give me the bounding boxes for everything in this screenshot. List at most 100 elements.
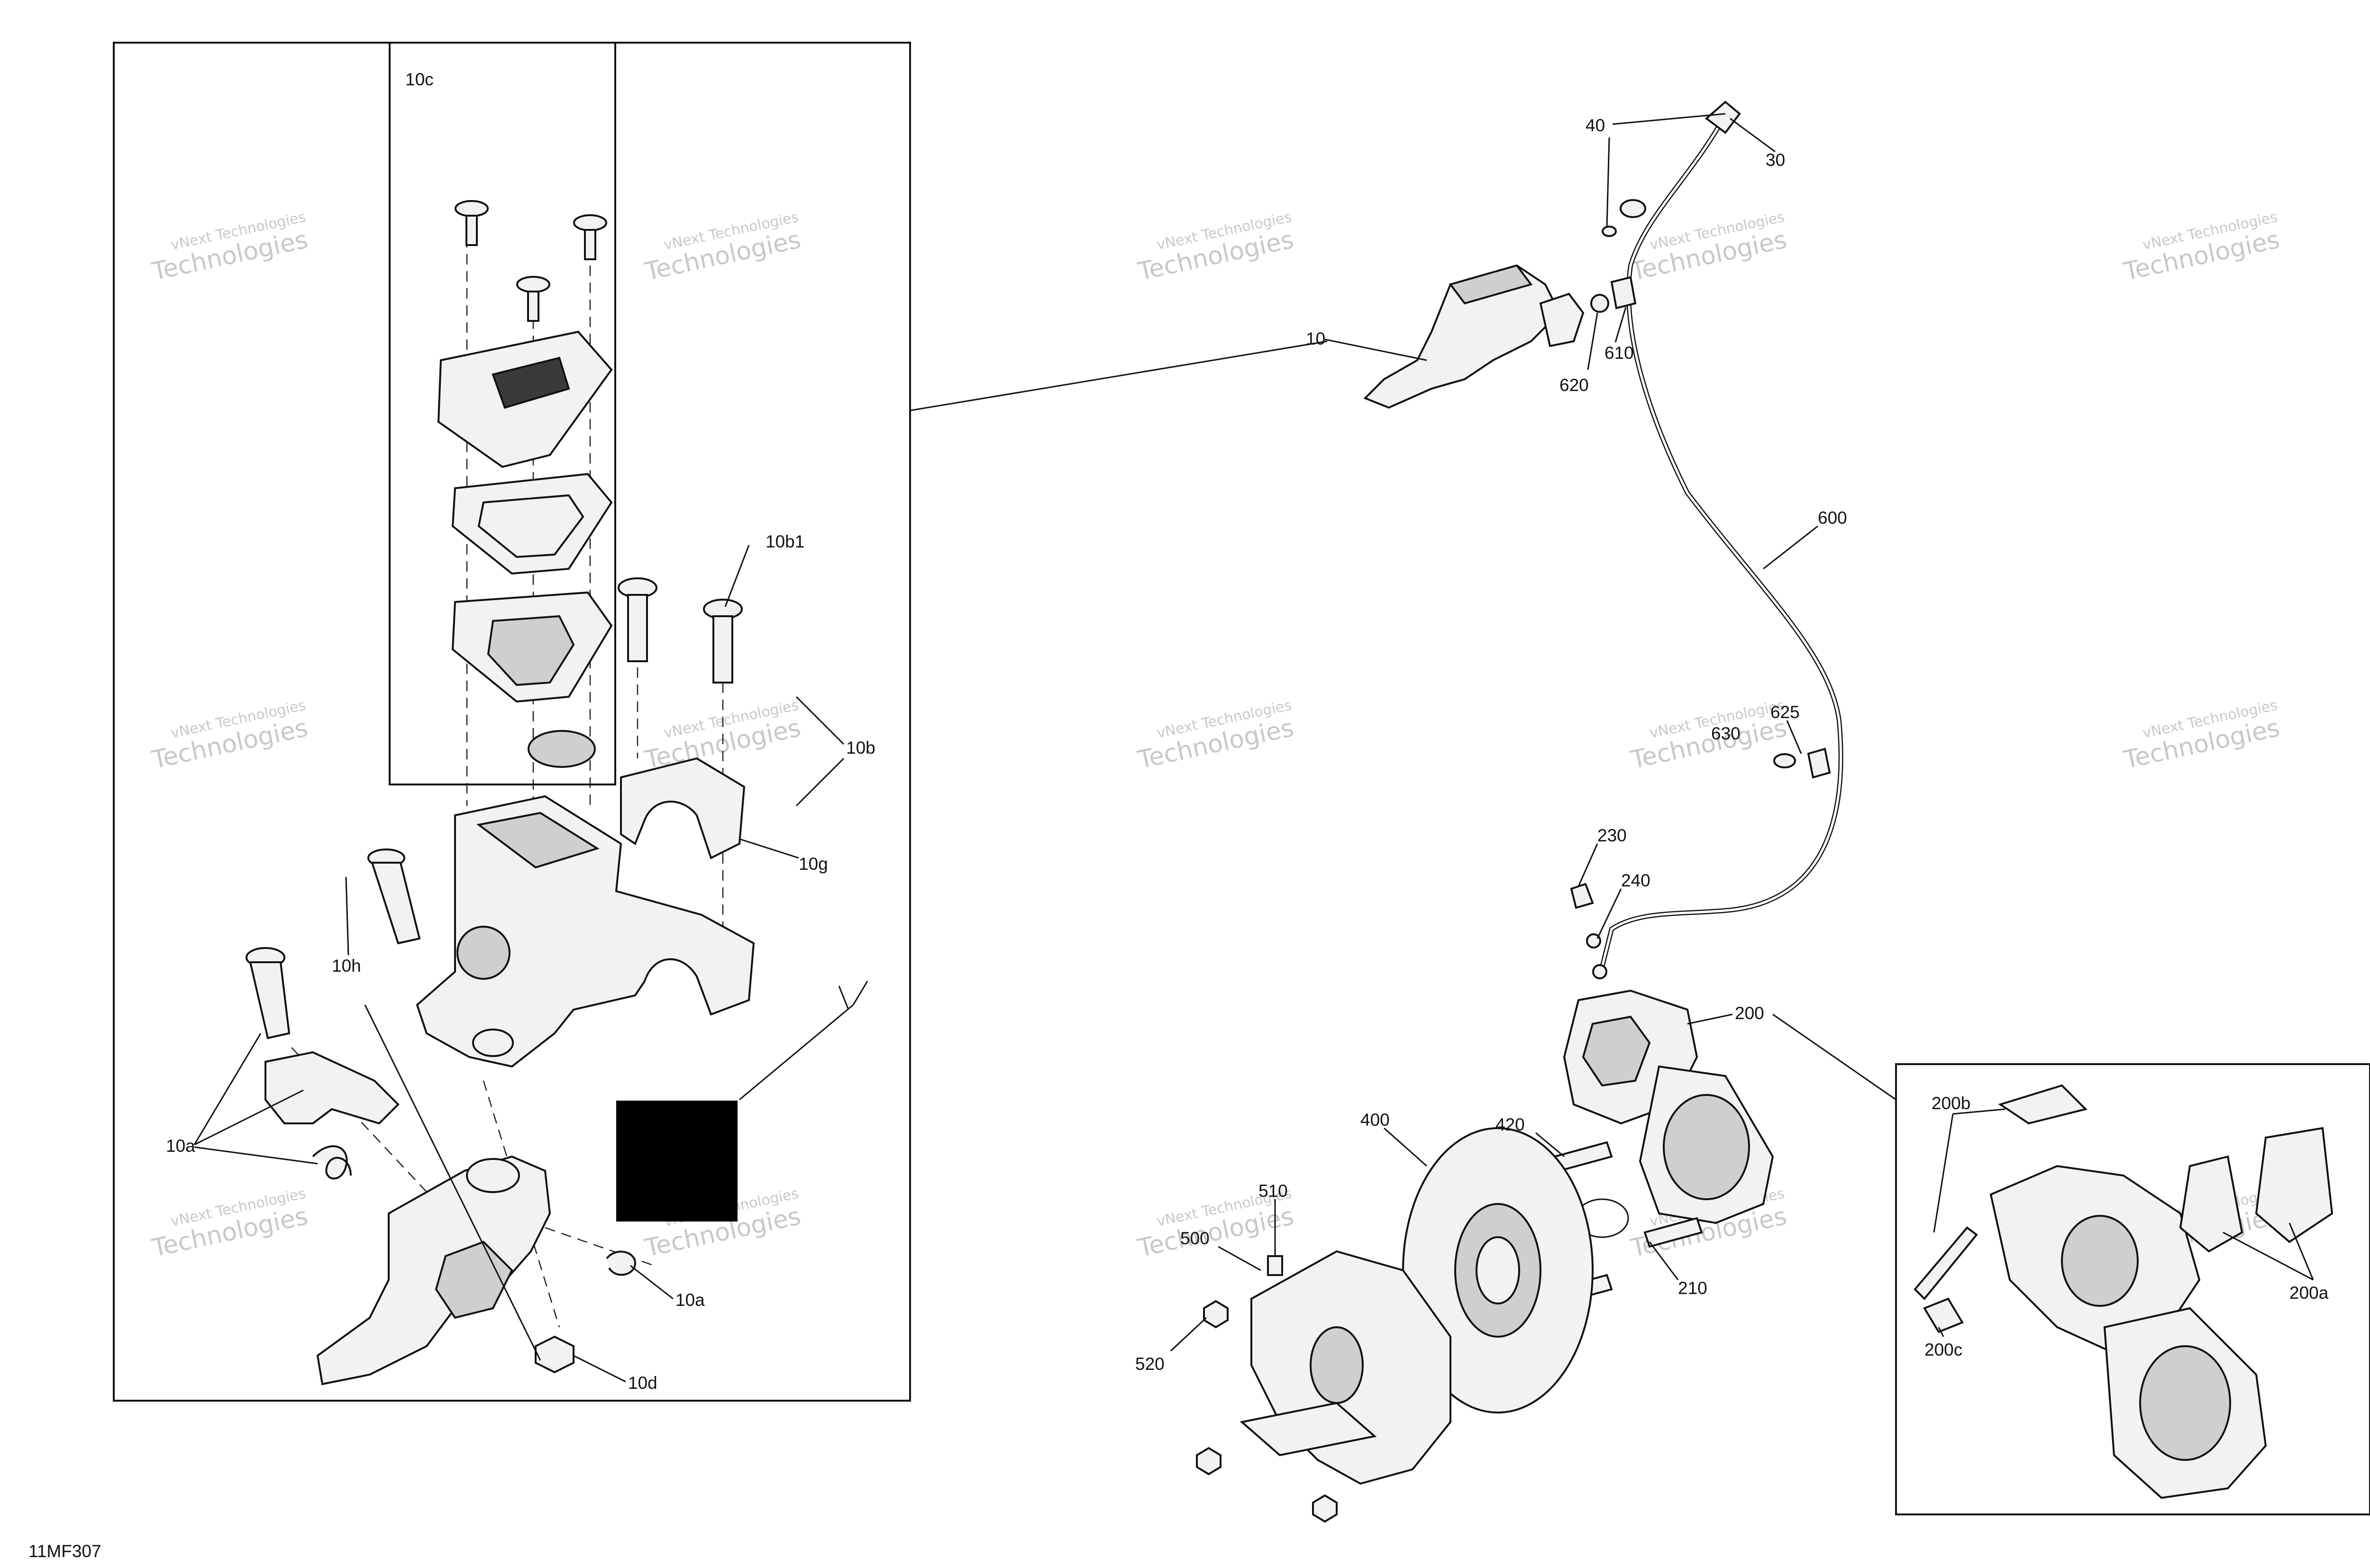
leader-line bbox=[1606, 137, 1610, 228]
leader-line bbox=[1614, 307, 1627, 343]
brake-hose-core bbox=[1601, 122, 1842, 967]
brake-disc-center bbox=[1476, 1236, 1520, 1304]
watermark: vNext Technologies Technologies bbox=[2121, 697, 2282, 775]
caliper-detail-frame bbox=[1895, 1063, 2370, 1515]
lever-bracket bbox=[264, 1051, 400, 1125]
caliper-inset-bracket-bore bbox=[2139, 1345, 2231, 1461]
callout-610: 610 bbox=[1604, 343, 1634, 363]
watermark: vNext Technologies Technologies bbox=[149, 209, 310, 286]
outlet-fitting bbox=[472, 1029, 514, 1057]
caliper-pin bbox=[1643, 1217, 1703, 1248]
leader-line bbox=[1535, 1132, 1565, 1158]
clamp-washer bbox=[1590, 294, 1609, 313]
handlebar-clamp-upper bbox=[620, 757, 746, 859]
reservoir-cover-label bbox=[492, 356, 570, 409]
brake-pad bbox=[2255, 1127, 2334, 1243]
hose-retainer-clip bbox=[1807, 748, 1831, 779]
watermark: vNext Technologies Technologies bbox=[1628, 209, 1789, 286]
leader-line bbox=[1612, 113, 1726, 125]
lever-adjuster-knob bbox=[435, 1240, 513, 1319]
guard-nut bbox=[1203, 1300, 1229, 1329]
callout-400: 400 bbox=[1360, 1110, 1390, 1130]
leader-lines bbox=[193, 113, 2314, 1383]
leader-line bbox=[1786, 720, 1802, 754]
leader-line bbox=[1218, 1246, 1261, 1271]
callout-510: 510 bbox=[1258, 1181, 1288, 1201]
disc-guard-mount bbox=[1240, 1402, 1377, 1457]
brake-switch-wire bbox=[739, 1004, 854, 1101]
pivot-nut bbox=[535, 1335, 574, 1374]
master-cylinder-cap bbox=[1449, 264, 1533, 305]
watermark: vNext Technologies Technologies bbox=[642, 209, 803, 286]
clamp-bolt bbox=[618, 577, 657, 662]
reservoir-cover-inset-frame bbox=[389, 42, 616, 785]
reservoir-seal bbox=[528, 730, 596, 768]
leader-line bbox=[739, 838, 799, 859]
cover-screw bbox=[573, 214, 607, 260]
callout-40: 40 bbox=[1586, 116, 1605, 135]
pad-pin bbox=[1914, 1226, 1978, 1300]
bleeder-valve bbox=[1570, 883, 1594, 909]
reservoir-opening bbox=[476, 811, 600, 869]
callout-10d: 10d bbox=[628, 1373, 657, 1393]
diaphragm-plate-inner bbox=[477, 494, 584, 558]
leader-line bbox=[1384, 1127, 1427, 1167]
brake-assembly bbox=[1196, 100, 1843, 1523]
watermark: vNext Technologies Technologies bbox=[1135, 697, 1296, 775]
leader-line bbox=[194, 1146, 318, 1165]
banjo-fitting bbox=[1705, 100, 1741, 134]
rubber-diaphragm-bellows bbox=[487, 615, 575, 686]
hose-guide bbox=[1620, 199, 1646, 218]
redaction-block bbox=[616, 1101, 738, 1222]
caliper-inset-bleeder bbox=[1923, 1297, 1964, 1333]
leader-line bbox=[364, 1004, 541, 1361]
figure-code: 11MF307 bbox=[28, 1541, 101, 1561]
callout-10h: 10h bbox=[332, 956, 361, 975]
callout-10b1: 10b1 bbox=[766, 532, 804, 551]
hose-retainer-screw bbox=[1773, 753, 1796, 768]
clamp-bolt bbox=[703, 599, 743, 684]
lever-spring bbox=[312, 1145, 352, 1180]
disc-guard-hub bbox=[1310, 1326, 1364, 1404]
caliper-inset-parts bbox=[1914, 1084, 2334, 1499]
leader-line bbox=[1687, 1013, 1733, 1025]
pad-spring bbox=[1998, 1084, 2087, 1125]
socket-screw bbox=[246, 947, 291, 1039]
master-cylinder-exploded bbox=[246, 200, 868, 1386]
callout-10a-left: 10a bbox=[166, 1136, 195, 1156]
hose-guide-washer bbox=[1602, 226, 1617, 237]
leader-line bbox=[573, 1355, 626, 1383]
lever-pivot-boss bbox=[466, 1158, 520, 1193]
callout-625: 625 bbox=[1770, 702, 1800, 722]
callout-10g: 10g bbox=[799, 854, 828, 874]
master-cylinder-clamp bbox=[1539, 292, 1585, 347]
brake-switch-connector bbox=[838, 981, 868, 1010]
callout-10a-right: 10a bbox=[675, 1290, 705, 1310]
leader-line bbox=[1587, 312, 1598, 370]
sealing-washer bbox=[1592, 964, 1607, 979]
guard-nut bbox=[1312, 1494, 1338, 1523]
assembly-axis bbox=[545, 1227, 655, 1267]
callout-200a: 200a bbox=[2289, 1283, 2329, 1303]
master-cylinder-assembled bbox=[1363, 264, 1561, 409]
callout-600: 600 bbox=[1818, 508, 1847, 528]
brake-lever bbox=[316, 1155, 551, 1386]
leader-line bbox=[193, 1033, 262, 1145]
leader-line bbox=[1596, 888, 1622, 939]
watermark: vNext Technologies Technologies bbox=[149, 1185, 310, 1263]
callout-labels: 10c 10 40 30 610 620 600 625 630 230 240… bbox=[28, 70, 2329, 1561]
leader-line bbox=[1730, 118, 1776, 153]
callout-10: 10 bbox=[1306, 329, 1325, 348]
leader-line bbox=[724, 545, 750, 607]
leader-line bbox=[1324, 338, 1427, 361]
leader-line bbox=[1170, 1317, 1207, 1352]
bleeder-cap bbox=[1586, 933, 1601, 948]
leader-line bbox=[1649, 1241, 1679, 1280]
pivot-bolt bbox=[367, 848, 421, 945]
sight-glass bbox=[456, 926, 510, 980]
leader-line bbox=[2288, 1222, 2314, 1280]
callout-520: 520 bbox=[1135, 1354, 1165, 1374]
leader-line bbox=[1763, 525, 1818, 570]
callout-200: 200 bbox=[1735, 1003, 1764, 1023]
